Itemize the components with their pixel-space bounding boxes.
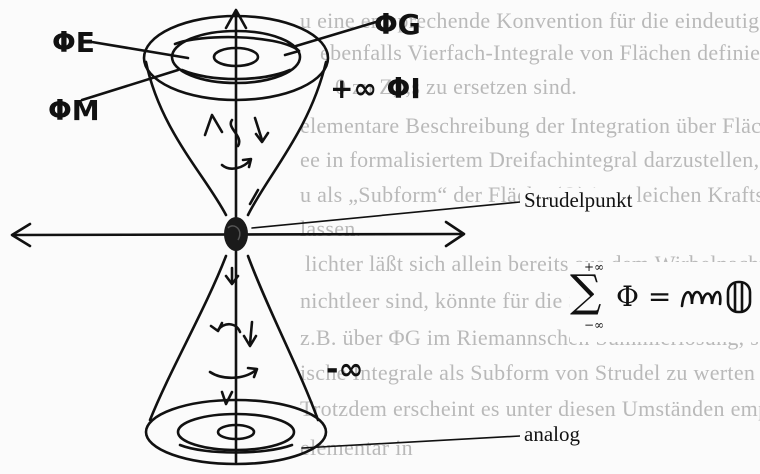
top-ellipse-inner [212,46,260,68]
funnel-right-top [246,60,328,217]
axis-arrow-up [224,8,248,30]
pointer-phi-g [294,20,378,48]
axis-arrow-right [444,220,466,248]
strudelpunkt-dot [224,217,248,251]
bottom-ellipse-mid [176,412,296,452]
label-phi-g: ΦG [374,8,421,41]
funnel-left-top [144,60,228,217]
flow-arrow [208,368,258,380]
background-text-line: ische Integrale als Subform von Strudel … [300,360,756,385]
label-phi-e: ΦE [52,26,95,59]
flow-arrow [220,158,252,170]
pointer-strudelpunkt [251,201,521,229]
summation-upper-limit: +∞ [584,260,605,274]
summation-lower-limit: −∞ [584,318,605,332]
axis-arrow-left [10,222,32,248]
funnel-left-bottom [148,254,228,422]
background-text-line: 0 zu Z,r,s zu ersetzen sind. [335,74,578,99]
pointer-phi-m [80,68,180,102]
background-text-line: Trotzdem erscheint es unter diesen Umstä… [300,396,760,421]
bottom-ellipse-inner [216,423,256,441]
label-minus-infinity: -∞ [326,352,364,387]
background-text-line: ebenfalls Vierfach-Integrale von Flächen… [320,40,760,65]
flow-arrow [248,320,254,346]
top-ellipse-mid [170,29,302,85]
pointer-phi-e [90,40,190,60]
flow-arrow [229,118,241,148]
flow-arrow [253,116,264,142]
label-phi-m: ΦM [48,94,100,127]
flow-arrow [248,188,260,206]
background-text-line: elementare Beschreibung der Integration … [300,113,760,138]
bottom-ellipse-outer [144,398,328,466]
label-plus-inf-phi-i: +∞ ΦI [330,72,421,105]
scribble-icon [680,280,752,314]
label-strudelpunkt: Strudelpunkt [520,188,637,213]
summation-sign: ∑ [570,266,602,317]
label-analog: analog [520,422,584,447]
funnel-right-bottom [246,254,320,422]
pointer-analog [301,435,521,449]
background-text-line: u eine entsprechende Konvention für die … [300,8,760,33]
top-rotation-arrow [173,35,300,52]
flow-arrow [203,113,224,137]
background-text-line: ee in formalisiertem Dreifachintegral da… [300,147,760,172]
top-ellipse-outer [142,14,330,102]
formula-expression: Φ = [616,280,672,313]
summation-formula: +∞ ∑ −∞ Φ = [570,260,760,342]
